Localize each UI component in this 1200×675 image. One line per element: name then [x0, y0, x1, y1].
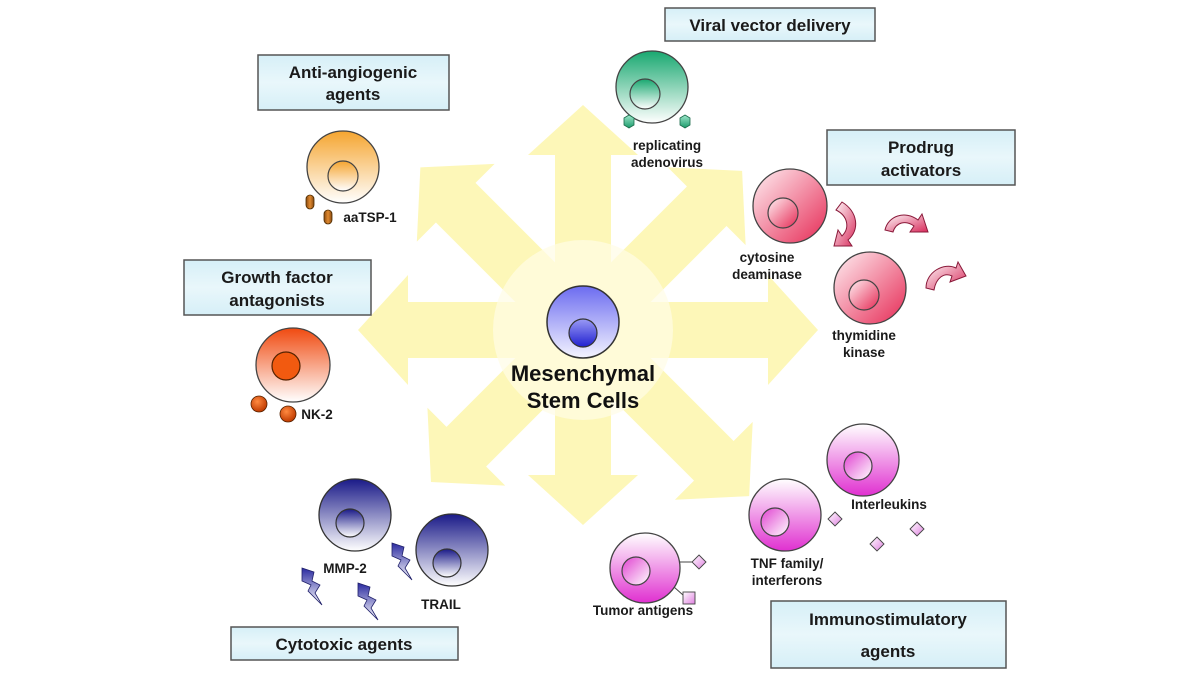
- curved-arrow-icon: [833, 201, 967, 291]
- virus-particle-icon: [623, 114, 691, 129]
- cell-mmp2: [318, 478, 392, 552]
- ligand-ball-icon: [250, 395, 297, 423]
- label-aatsp1: aaTSP-1: [343, 210, 397, 225]
- box-prodrug-line1: Prodrug: [888, 138, 954, 157]
- label-cytosine-line2: deaminase: [732, 267, 802, 282]
- box-cytotoxic-line1: Cytotoxic agents: [276, 635, 413, 654]
- label-nk2: NK-2: [301, 407, 333, 422]
- box-prodrug-line2: activators: [881, 161, 961, 180]
- cell-interleukins: [826, 423, 900, 497]
- cell-tumor-antigens: [609, 532, 692, 604]
- box-immunostimulatory-line2: agents: [861, 642, 916, 661]
- box-growth-factor: Growth factor antagonists: [183, 259, 372, 316]
- cell-tnf-interferons: [748, 478, 822, 552]
- box-prodrug: Prodrug activators: [826, 129, 1016, 186]
- label-mmp2: MMP-2: [323, 561, 367, 576]
- cell-nk2: [255, 327, 331, 403]
- center-label-line1: Mesenchymal: [511, 361, 655, 386]
- antigen-icon: [682, 554, 707, 605]
- box-anti-angiogenic: Anti-angiogenic agents: [257, 54, 450, 111]
- mesenchymal-stem-cell: [546, 285, 620, 359]
- label-interleukins: Interleukins: [851, 497, 927, 512]
- label-thymidine-line1: thymidine: [832, 328, 896, 343]
- center-label-line2: Stem Cells: [527, 388, 640, 413]
- label-cytosine-line1: cytosine: [740, 250, 795, 265]
- box-viral-vector: Viral vector delivery: [664, 7, 876, 42]
- box-viral-vector-line1: Viral vector delivery: [689, 16, 851, 35]
- box-growth-factor-line2: antagonists: [229, 291, 324, 310]
- cytokine-diamond-icon: [827, 511, 925, 552]
- box-immunostimulatory: Immunostimulatory agents: [770, 600, 1007, 669]
- protein-pill-icon: [305, 194, 333, 225]
- label-adenovirus-line1: replicating: [633, 138, 701, 153]
- label-tumor-antigens: Tumor antigens: [593, 603, 693, 618]
- cell-adenovirus: [615, 50, 689, 124]
- label-thymidine-line2: kinase: [843, 345, 886, 360]
- cell-cytosine-deaminase: [752, 168, 828, 244]
- box-immunostimulatory-line1: Immunostimulatory: [809, 610, 967, 629]
- box-growth-factor-line1: Growth factor: [221, 268, 333, 287]
- box-anti-angiogenic-line1: Anti-angiogenic: [289, 63, 417, 82]
- cell-aatsp1: [306, 130, 380, 204]
- label-adenovirus-line2: adenovirus: [631, 155, 703, 170]
- cell-trail: [415, 513, 489, 587]
- lightning-bolt-icon: [301, 542, 413, 621]
- label-tnf-line2: interferons: [752, 573, 823, 588]
- label-tnf-line1: TNF family/: [751, 556, 824, 571]
- label-trail: TRAIL: [421, 597, 461, 612]
- box-cytotoxic: Cytotoxic agents: [230, 626, 459, 661]
- box-anti-angiogenic-line2: agents: [326, 85, 381, 104]
- cell-thymidine-kinase: [833, 251, 907, 325]
